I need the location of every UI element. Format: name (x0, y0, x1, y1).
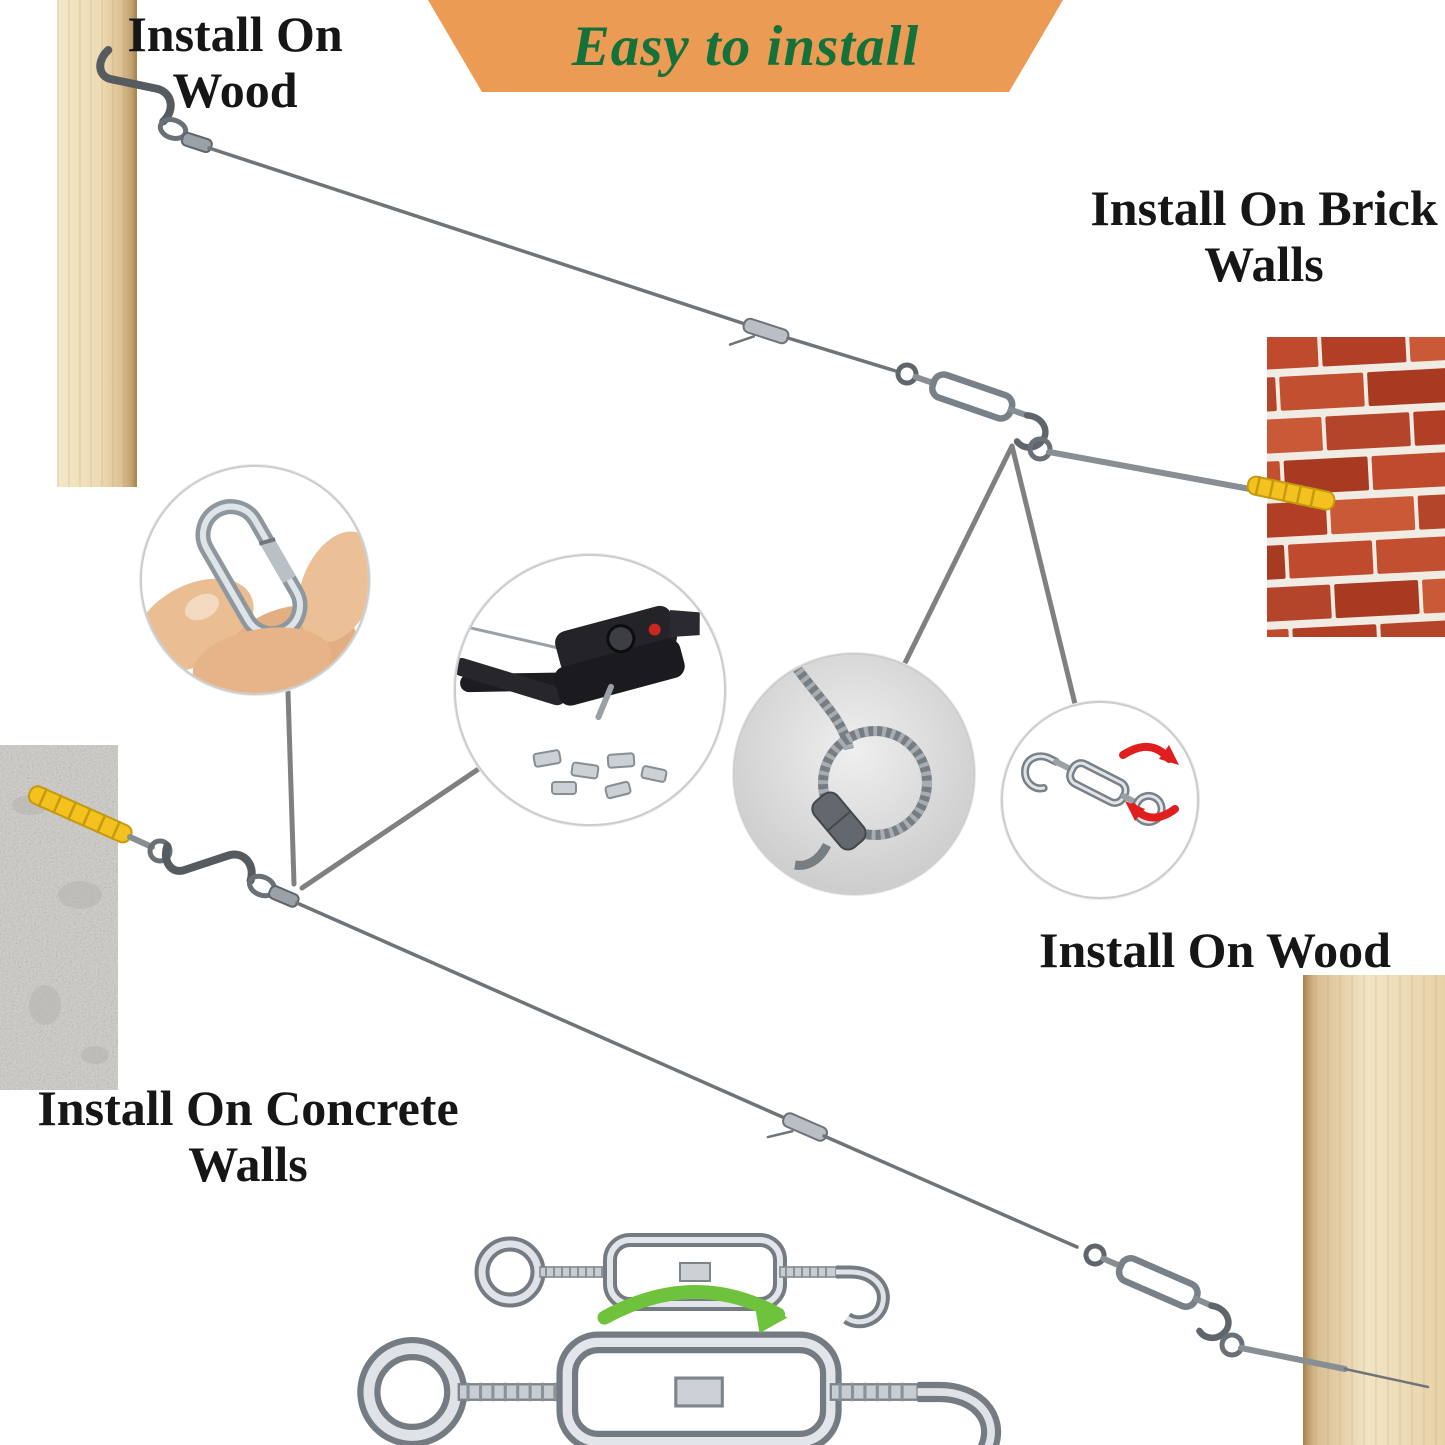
finger (298, 531, 368, 643)
brick-wall-photo (1267, 337, 1445, 637)
crimp-sleeve-icon (811, 791, 867, 851)
ferrule-icon (268, 885, 300, 908)
wire-grip-icon (728, 317, 790, 346)
eye-screw-icon (147, 838, 173, 864)
concrete-graphic (0, 745, 118, 1090)
crimping-tool-graphic (456, 605, 700, 800)
eye-screw-icon (1027, 436, 1053, 462)
turnbuckle-small-icon (1021, 752, 1166, 826)
wire-rope (822, 1134, 1079, 1249)
label-install-on-concrete-walls: Install On Concrete Walls (37, 1080, 459, 1192)
eye-screw-icon (1219, 1332, 1245, 1358)
turnbuckle-product-rotating (357, 1285, 1001, 1445)
thimble-loop-icon (157, 117, 189, 141)
label-install-on-wood-right: Install On Wood (1038, 922, 1391, 978)
brick-wall-graphic (1267, 337, 1445, 637)
inset-crimping-tool (454, 554, 726, 826)
ferrule-icon (180, 131, 213, 153)
label-install-on-brick-walls: Install On Brick Walls (1090, 180, 1438, 292)
wire-tail (794, 842, 832, 870)
concrete-wall-photo (0, 745, 118, 1090)
inset-turnbuckle (1001, 701, 1199, 899)
turnbuckle-rotation-graphic (1021, 743, 1179, 826)
turnbuckle-icon (1083, 1243, 1232, 1342)
rotation-arrows-red (1119, 743, 1179, 822)
cable-loop-graphic (735, 655, 973, 893)
bricks (1267, 337, 1445, 637)
crimping-tool-icon (456, 605, 700, 721)
thimble-loop-icon (247, 873, 277, 899)
turnbuckle-product-plain (474, 1233, 890, 1329)
ferrules-icon (532, 749, 668, 800)
thumb (192, 627, 332, 693)
wire-rope (786, 336, 901, 374)
banner: Easy to install (428, 0, 1063, 92)
wire-rope (207, 146, 747, 326)
inset-carabiner (140, 465, 370, 695)
rotation-arrows-green (597, 1285, 788, 1334)
banner-title: Easy to install (571, 14, 920, 78)
eye-screw-rod (127, 834, 155, 850)
snap-hook-icon (162, 842, 256, 885)
turnbuckle-icon (895, 362, 1049, 451)
eye-screw-rod (1046, 449, 1253, 492)
fingernail (184, 593, 220, 621)
inset-cable-loop (733, 653, 975, 895)
wire-grip-icon (766, 1112, 828, 1142)
label-install-on-wood-top: Install On Wood (127, 6, 343, 118)
carabiner-closeup-graphic (142, 499, 368, 693)
wood-post-bottom-right (1303, 975, 1445, 1445)
